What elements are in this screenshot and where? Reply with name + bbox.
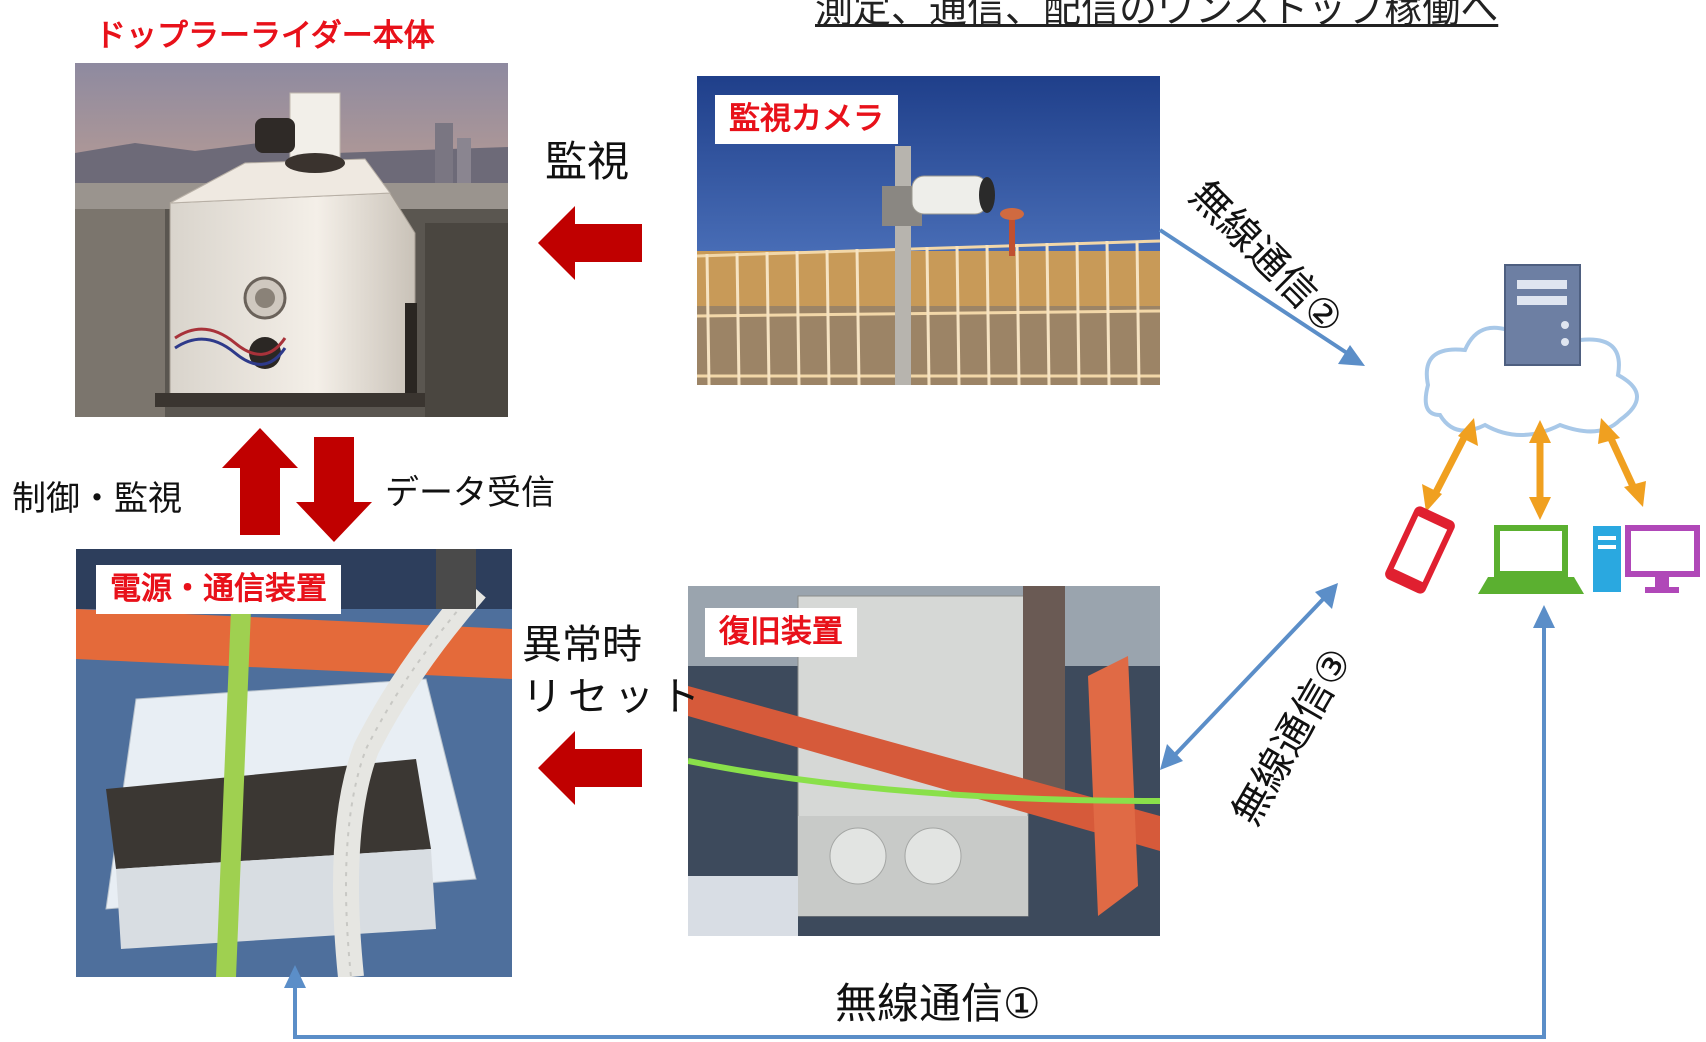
camera-label: 監視カメラ [715, 95, 898, 145]
data-down-arrow [296, 437, 372, 542]
reset-arrow [538, 731, 642, 805]
laptop-icon [1478, 525, 1584, 594]
orange-arrows [1422, 418, 1646, 520]
control-monitor-text: 制御・監視 [12, 479, 182, 519]
wireless-1-label: 無線通信① [835, 979, 1041, 1028]
cloud-server-icon [1423, 264, 1639, 437]
desktop-pc-icon [1593, 525, 1700, 593]
wireless-2-line [1158, 228, 1352, 357]
wireless-1-line [293, 620, 1546, 1039]
lidar-photo [75, 63, 508, 417]
data-receive-text: データ受信 [385, 473, 555, 513]
control-up-arrow [222, 428, 298, 535]
reset-text-line2: リセット [522, 674, 706, 720]
reset-text-line1: 異常時 [522, 622, 642, 668]
smartphone-icon [1385, 506, 1455, 594]
recovery-label: 復旧装置 [705, 608, 857, 658]
monitor-text: 監視 [545, 137, 630, 186]
power-photo [76, 549, 512, 977]
wireless-3-line [1170, 593, 1329, 760]
lidar-title: ドップラーライダー本体 [95, 18, 435, 54]
power-label: 電源・通信装置 [96, 565, 341, 615]
monitor-arrow [538, 206, 642, 280]
header-banner: 測定、通信、配信のワンストップ稼働へ [815, 0, 1499, 31]
